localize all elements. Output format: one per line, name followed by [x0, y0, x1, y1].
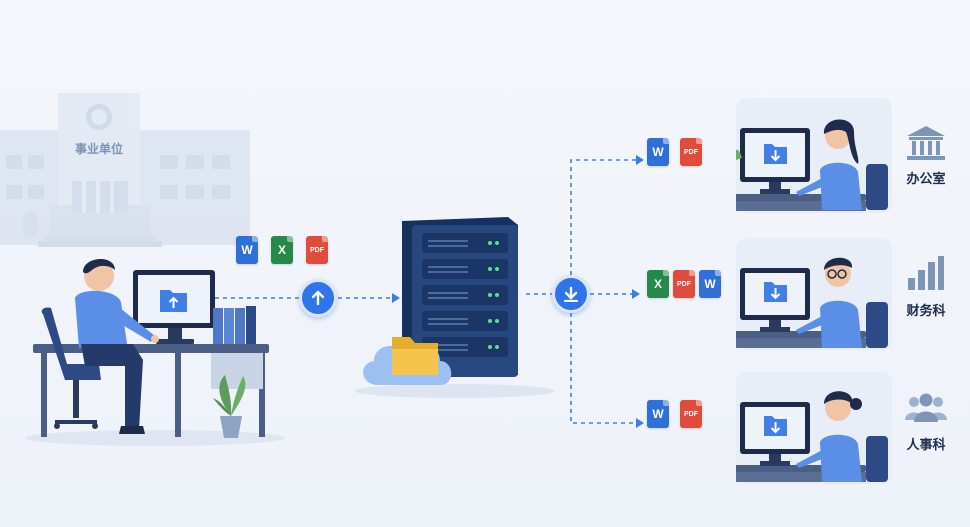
bar-chart-icon: [908, 256, 944, 290]
pdf-doc-icon: PDF: [680, 400, 702, 428]
government-building: [0, 93, 250, 247]
file-server: [355, 217, 555, 398]
building-sign: 事业单位: [74, 142, 123, 156]
word-doc-icon: W: [699, 270, 721, 298]
people-icon: [905, 393, 947, 422]
arrow-up-icon: [311, 290, 325, 306]
word-doc-icon: W: [647, 400, 669, 428]
word-doc-icon: W: [647, 138, 669, 166]
upload-button[interactable]: [299, 279, 337, 317]
pdf-doc-icon: PDF: [673, 270, 695, 298]
excel-doc-icon: X: [647, 270, 669, 298]
pdf-doc-icon: PDF: [306, 236, 328, 264]
download-button[interactable]: [552, 275, 590, 313]
word-doc-icon: W: [236, 236, 258, 264]
receiver-card-finance: [716, 238, 892, 350]
pdf-doc-icon: PDF: [680, 138, 702, 166]
department-label-office: 办公室: [906, 171, 946, 186]
receiver-card-office: [716, 98, 892, 213]
institution-icon: [907, 126, 945, 160]
department-label-finance: 财务科: [906, 303, 946, 318]
receiver-card-hr: [716, 372, 892, 484]
receiver-workstation: [716, 119, 888, 211]
uploader-workstation: [25, 258, 285, 446]
receiver-workstation: [716, 391, 888, 482]
department-label-hr: 人事科: [906, 437, 946, 452]
receiver-workstation: [716, 257, 888, 348]
download-icon: [563, 286, 579, 302]
excel-doc-icon: X: [271, 236, 293, 264]
